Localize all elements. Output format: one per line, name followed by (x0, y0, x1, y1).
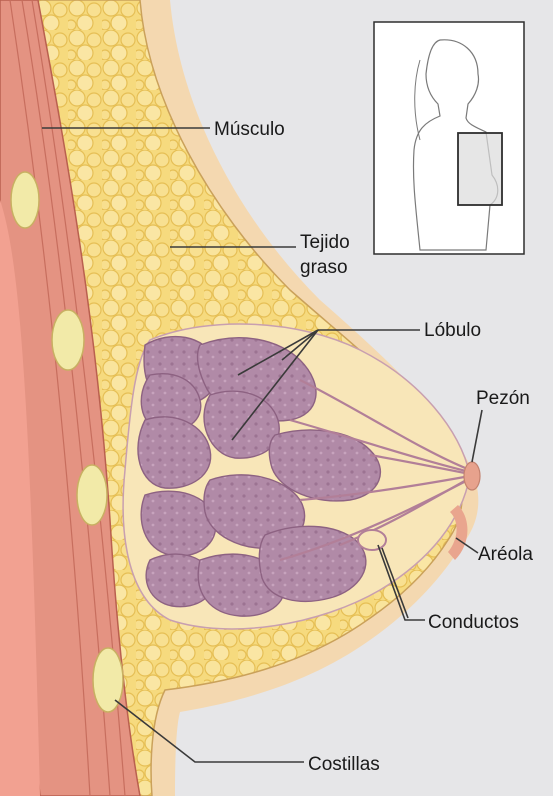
label-fat-line1: Tejido (300, 232, 350, 253)
rib (52, 310, 84, 370)
label-ducts: Conductos (428, 612, 519, 633)
label-fat-line2: graso (300, 257, 348, 278)
label-muscle: Músculo (214, 119, 285, 140)
inset-highlight (458, 133, 502, 205)
label-areola: Aréola (478, 544, 533, 565)
duct-sinus (358, 530, 386, 550)
label-lobule: Lóbulo (424, 320, 481, 341)
rib (11, 172, 39, 228)
rib (77, 465, 107, 525)
inset-figure (374, 22, 524, 254)
label-nipple: Pezón (476, 388, 530, 409)
nipple-shape (464, 462, 480, 490)
label-ribs: Costillas (308, 754, 380, 775)
